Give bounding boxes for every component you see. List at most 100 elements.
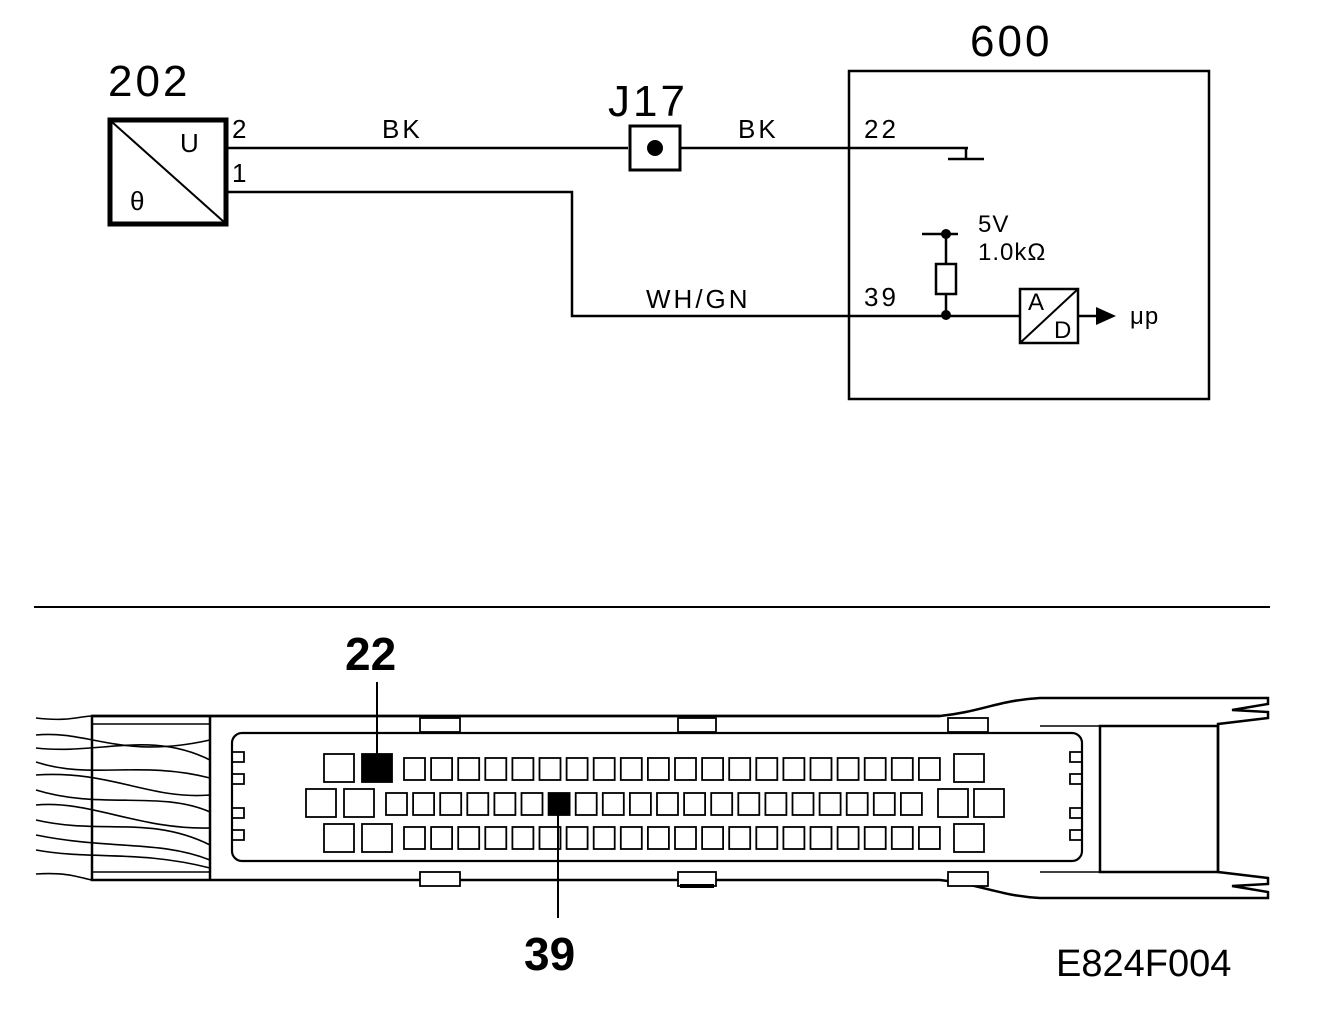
connector-pin [845,792,869,816]
ecu-600-box [847,69,1211,401]
connector-pin [592,826,616,850]
connector-pin [466,792,490,816]
connector-pin [619,826,643,850]
connector-pin [538,826,562,850]
connector-pin-large [937,788,969,818]
connector-pin [890,826,914,850]
connector-pin [900,792,923,816]
connector-pin [918,826,941,850]
connector-pin [728,757,752,781]
connector-pin [439,792,463,816]
pullup-resistor [922,229,958,320]
connector-pin [403,826,426,850]
connector-pin [836,757,860,781]
connector-pin [656,792,679,816]
connector-pin [728,826,752,850]
sensor-u-label: U [180,128,202,158]
wire-bk-right-label: BK [738,114,779,144]
figure-code-label: E824F004 [1056,943,1231,985]
connector-pin-large [973,788,1005,818]
supply-voltage-label: 5V [978,211,1009,238]
connector-pin [701,757,724,781]
connector-pin [674,757,697,781]
sensor-theta-label: θ [130,186,147,216]
sensor-pin-1: 1 [232,158,249,188]
sensor-id-label: 202 [108,57,190,106]
connector-pin [457,826,481,850]
connector-pin-large [343,788,375,818]
connector-pin [836,826,860,850]
ground-symbol [948,148,984,161]
connector-pin [592,757,616,781]
connector-pin [809,757,833,781]
connector-pin [818,792,842,816]
ecu-pin-39-label: 39 [864,282,899,312]
cable-bundle [35,715,211,881]
connector-pin [457,757,481,781]
connector-pin [674,826,697,850]
connector-pin-grid [305,753,1005,853]
adc-output-arrow [1078,307,1116,325]
connector-pin [412,792,436,816]
connector-pin [710,792,734,816]
connector-pin-large [953,753,985,783]
connector-pin [863,757,887,781]
connector-pin [890,757,914,781]
connector-pin [863,826,887,850]
connector-pin [574,792,598,816]
connector-pin [430,826,454,850]
junction-id-label: J17 [608,77,688,126]
connector-pin [565,826,589,850]
connector-pin [484,757,508,781]
connector-pin-large [361,823,393,853]
connector-pin [755,757,779,781]
connector-pin [403,757,426,781]
connector-pin-39 [547,792,571,816]
connector-pin-22 [361,753,393,783]
connector-pin [737,792,761,816]
ecu-pin-22-label: 22 [864,114,899,144]
connector-pin [809,826,833,850]
connector-pin [520,792,544,816]
connector-pin [629,792,652,816]
connector-pin [782,826,806,850]
connector-pin [565,757,589,781]
connector-pin [791,792,815,816]
callout-39-label: 39 [524,928,575,980]
connector-pin [755,826,779,850]
wire-bk-left-label: BK [382,114,423,144]
wire-wh-gn [226,190,944,318]
connector-pin [493,792,517,816]
connector-pin [619,757,643,781]
connector-pin [647,826,670,850]
connector-pin [484,826,508,850]
adc-a-label: A [1028,289,1045,316]
ecu-id-label: 600 [970,17,1052,66]
wire-wh-gn-label: WH/GN [646,284,751,314]
connector-pin [511,826,535,850]
sensor-202-symbol [107,117,229,227]
connector-pin [918,757,941,781]
connector-pin [764,792,788,816]
junction-j17-symbol [628,124,682,172]
connector-pin-large [323,753,355,783]
microprocessor-label: μp [1130,303,1159,330]
connector-pin-large [953,823,985,853]
connector-pin-large [323,823,355,853]
connector-pin [782,757,806,781]
housing-key-mark [680,884,714,888]
resistor-value-label: 1.0kΩ [978,239,1046,266]
connector-pin [538,757,562,781]
connector-pin [601,792,625,816]
connector-cavity [230,731,1084,863]
callout-22-label: 22 [345,628,396,680]
cavity-notches [232,751,1082,841]
connector-pin-large [305,788,337,818]
sensor-pin-2: 2 [232,114,249,144]
adc-d-label: D [1054,317,1072,344]
connector-pin [430,757,454,781]
connector-pin [872,792,896,816]
connector-pin [683,792,706,816]
connector-pin [385,792,408,816]
